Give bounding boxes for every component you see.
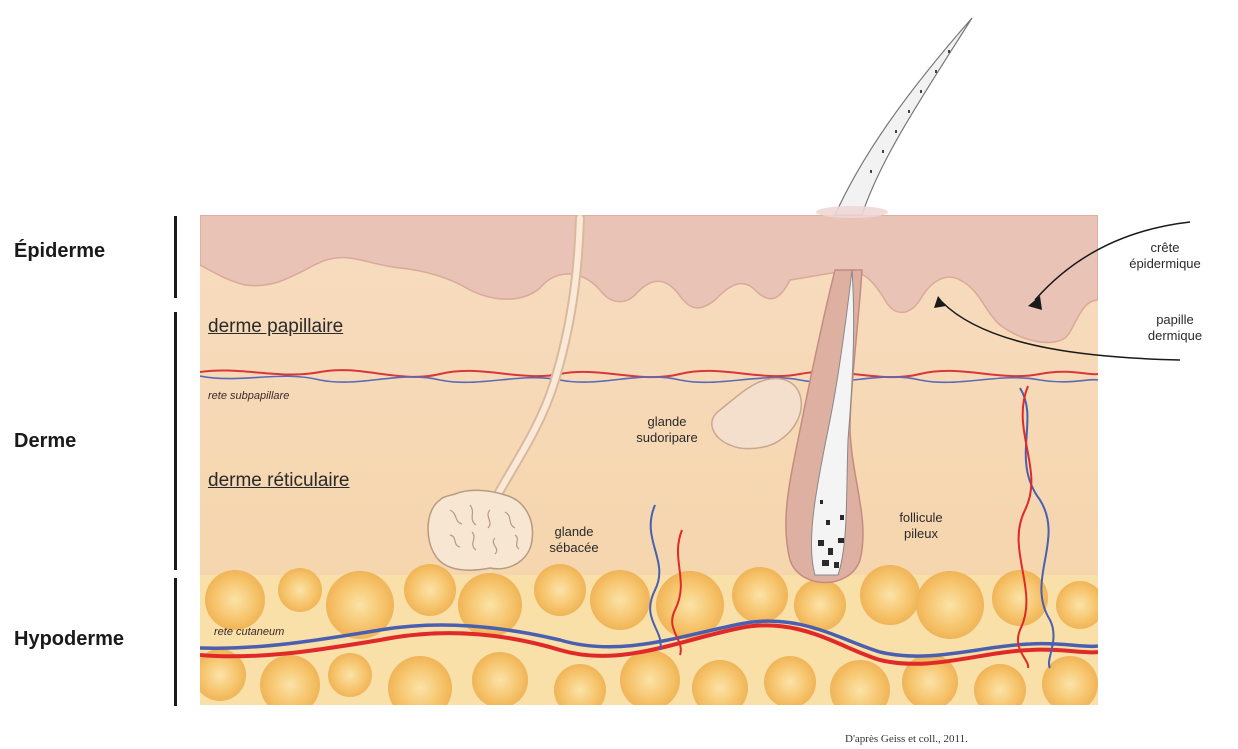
fat-cell	[388, 656, 452, 720]
sebaceous-gland-shape	[428, 490, 532, 570]
epidermis-label: Épiderme	[14, 240, 105, 263]
fat-cell	[590, 570, 650, 630]
epidermal-ridge-line-2: épidermique	[1110, 256, 1220, 272]
fat-cell	[472, 652, 528, 708]
fat-cell	[764, 656, 816, 708]
fat-cell	[974, 664, 1026, 716]
papillary-dermis-label: derme papillaire	[208, 316, 343, 338]
dermal-papilla-line-1: papille	[1125, 312, 1225, 328]
sweat-gland-line-2: sudoripare	[612, 430, 722, 446]
hair-follicle-line-1: follicule	[876, 510, 966, 526]
dermis-bracket	[174, 312, 177, 570]
fat-cell	[534, 564, 586, 616]
hypodermis-label: Hypoderme	[14, 628, 124, 651]
fat-cell	[554, 664, 606, 716]
epidermal-ridge-label: crête épidermique	[1110, 240, 1220, 272]
fat-cell	[278, 568, 322, 612]
fat-cell	[404, 564, 456, 616]
fat-cell	[916, 571, 984, 639]
fat-cell	[830, 660, 890, 720]
sweat-gland-line-1: glande	[612, 414, 722, 430]
sweat-gland-label: glande sudoripare	[612, 414, 722, 446]
hypodermis-bracket	[174, 578, 177, 706]
hair-follicle-line-2: pileux	[876, 526, 966, 542]
hair-follicle-label: follicule pileux	[876, 510, 966, 542]
hair-shaft	[835, 18, 972, 215]
fat-cell	[860, 565, 920, 625]
dermis-label: Derme	[14, 430, 76, 453]
fat-cell	[328, 653, 372, 697]
reticular-dermis-label: derme réticulaire	[208, 470, 350, 492]
fat-cell	[692, 660, 748, 716]
cutaneous-network-label: rete cutaneum	[214, 626, 284, 638]
fat-cell	[205, 570, 265, 630]
dermal-papilla-label: papille dermique	[1125, 312, 1225, 344]
fat-cell	[620, 650, 680, 710]
fat-cell	[992, 570, 1048, 626]
source-caption: D'après Geiss et coll., 2011.	[845, 733, 968, 745]
fat-cell	[1042, 656, 1098, 712]
sebaceous-gland-line-1: glande	[534, 524, 614, 540]
epidermis-bracket	[174, 216, 177, 298]
fat-cell	[1056, 581, 1104, 629]
sebaceous-gland-label: glande sébacée	[534, 524, 614, 556]
epidermal-ridge-line-1: crête	[1110, 240, 1220, 256]
sebaceous-gland-line-2: sébacée	[534, 540, 614, 556]
subpapillary-network-label: rete subpapillare	[208, 390, 289, 402]
hair-pore-surface	[816, 206, 888, 218]
fat-cell	[260, 655, 320, 715]
fat-cell	[732, 567, 788, 623]
dermal-papilla-line-2: dermique	[1125, 328, 1225, 344]
